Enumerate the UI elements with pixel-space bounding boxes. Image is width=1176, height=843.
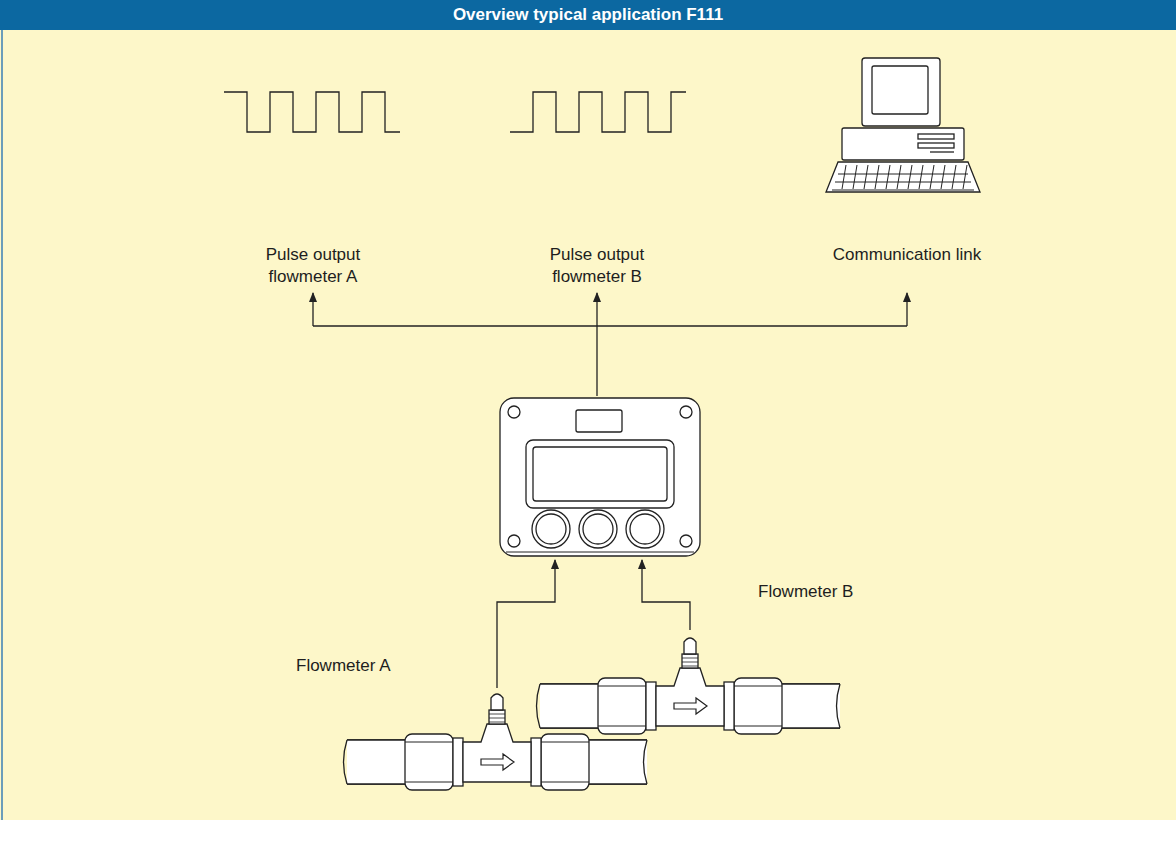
flowmeter-a-drawing [344,694,648,790]
flowmeter-label: Flowmeter B [758,581,853,603]
flowmeter-b-drawing [537,638,841,734]
caption-text: Pulse output flowmeter B [520,244,674,288]
caption-text: Flowmeter A [296,655,390,677]
pulse-waveforms [224,92,686,132]
output-caption: Pulse output flowmeter A [236,244,390,288]
indicator-f111 [500,398,700,556]
caption-text: Flowmeter B [758,581,853,603]
output-caption: Pulse output flowmeter B [520,244,674,288]
caption-text: Communication link [790,244,1024,266]
caption-text: Pulse output flowmeter A [236,244,390,288]
computer-icon [826,58,980,192]
flowmeter-label: Flowmeter A [296,655,390,677]
output-caption: Communication link [790,244,1024,266]
signal-lines [313,293,907,688]
title: Overview typical application F111 [453,5,723,25]
frame-edge [1,30,3,820]
background [0,30,1176,820]
title-bar: Overview typical application F111 [0,0,1176,30]
